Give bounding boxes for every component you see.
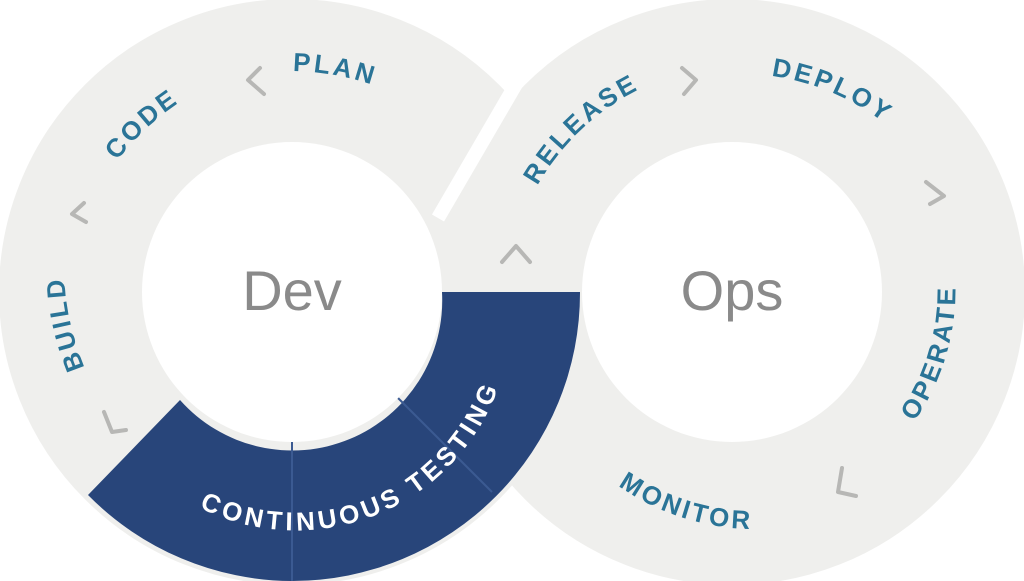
chevron-down-left-icon <box>102 410 128 434</box>
chevron-left-icon <box>246 66 266 96</box>
ops-inner-circle <box>582 142 882 442</box>
chevron-down-right-icon <box>924 180 946 206</box>
chevron-down-left-icon <box>836 466 858 498</box>
chevron-up-icon <box>500 244 532 264</box>
continuous-testing-band <box>88 292 581 581</box>
chevron-right-icon <box>680 66 698 96</box>
band-divider-2 <box>397 397 493 493</box>
ops-center-label: Ops <box>681 259 784 322</box>
dev-inner-circle <box>142 142 442 442</box>
dev-center-label: Dev <box>242 259 342 322</box>
chevron-left-icon <box>70 201 88 224</box>
crossing-gap <box>431 56 537 222</box>
